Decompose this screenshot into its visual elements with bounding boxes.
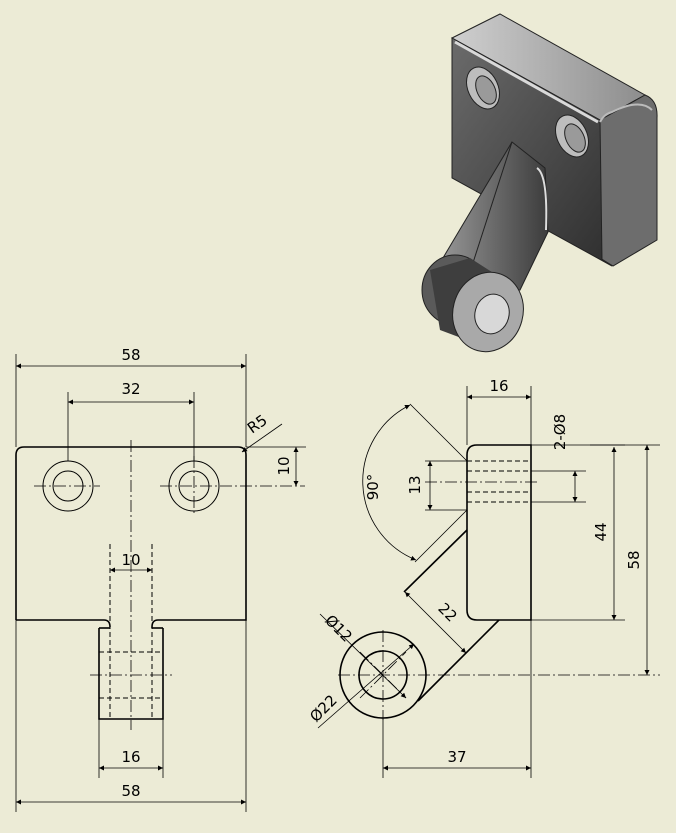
iso-arm-fillet bbox=[536, 167, 548, 231]
iso-plate-corner bbox=[599, 103, 653, 123]
dim-overall-height: 58 bbox=[625, 550, 643, 569]
side-boss-cl-1 bbox=[359, 651, 407, 699]
iso-plate-edge-highlight bbox=[454, 40, 599, 124]
dim-side-thickness: 16 bbox=[489, 377, 508, 395]
dim-ext bbox=[409, 403, 468, 462]
dim-angle: 90° bbox=[364, 474, 382, 501]
dim-horizontal-offset: 37 bbox=[447, 748, 466, 766]
dim-ext bbox=[414, 509, 468, 563]
iso-hole-left-inner bbox=[475, 75, 497, 105]
iso-arm-ridge bbox=[469, 141, 513, 273]
side-arm-edge-bottom bbox=[417, 619, 500, 702]
dim-width-bottom: 58 bbox=[121, 782, 140, 800]
dim-boss-width: 16 bbox=[121, 748, 140, 766]
iso-boss-hole bbox=[474, 293, 510, 335]
side-view: 16 2-Ø8 13 90° 44 58 22 Ø12 Ø22 bbox=[306, 377, 660, 778]
dim-hole-offset: 10 bbox=[275, 456, 293, 475]
dim-hole-spacing-side: 44 bbox=[592, 522, 610, 541]
dim-line-angle bbox=[362, 404, 417, 561]
front-boss-outline bbox=[98, 628, 164, 720]
dim-boss-hole-dia: Ø12 bbox=[321, 611, 356, 646]
dim-line-boss-hole bbox=[319, 613, 407, 699]
front-view: 58 32 R5 10 10 16 58 bbox=[15, 346, 306, 812]
dim-hole-spacing: 32 bbox=[121, 380, 140, 398]
dim-width-top: 58 bbox=[121, 346, 140, 364]
isometric-view bbox=[421, 13, 658, 353]
side-boss-cl-2 bbox=[359, 651, 407, 699]
dim-radius: R5 bbox=[244, 411, 271, 437]
iso-plate-side-face bbox=[599, 94, 658, 267]
dim-boss-outer-dia: Ø22 bbox=[306, 691, 341, 726]
dim-counterbore-depth: 13 bbox=[406, 475, 424, 494]
dim-arm-width: 22 bbox=[434, 599, 460, 625]
dim-slot-width: 10 bbox=[121, 551, 140, 569]
dim-line-arm-width bbox=[404, 591, 467, 654]
dim-holes-spec: 2-Ø8 bbox=[551, 414, 569, 450]
side-arm-edge-top bbox=[403, 529, 468, 593]
dim-line-boss-outer bbox=[317, 643, 415, 729]
iso-hole-right-inner bbox=[564, 123, 586, 153]
